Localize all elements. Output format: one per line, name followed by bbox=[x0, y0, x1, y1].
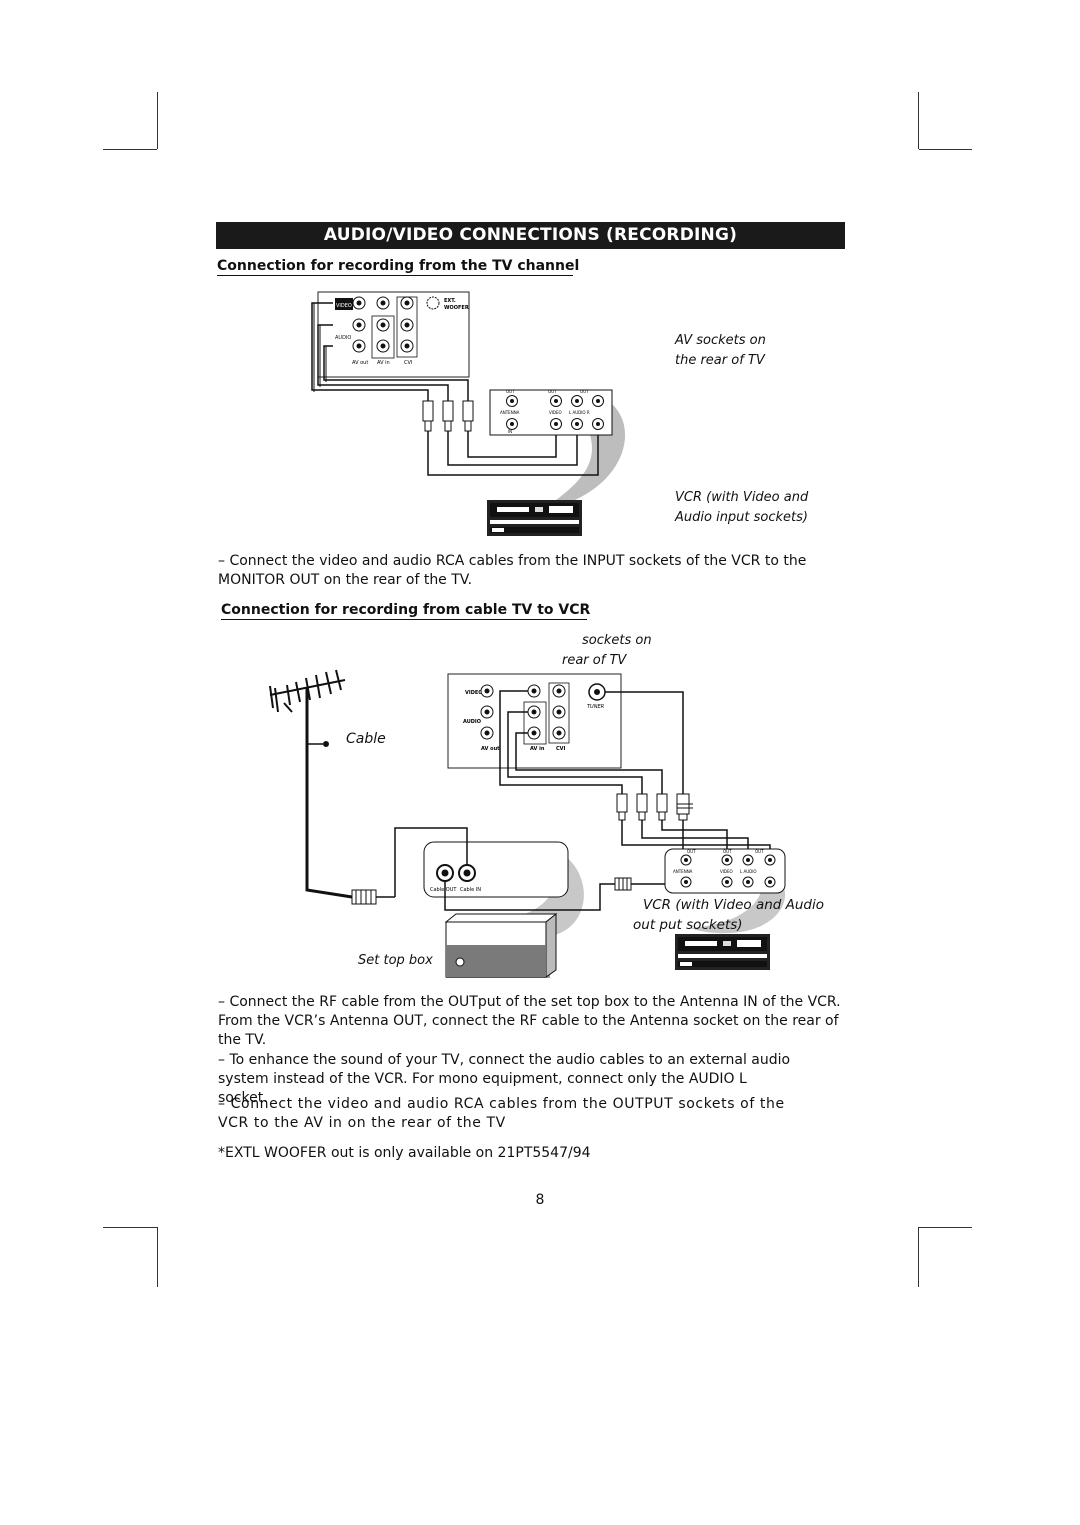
vcr-video-label: VIDEO bbox=[549, 410, 562, 415]
set-top-box-label: Set top box bbox=[358, 953, 433, 968]
crop-mark bbox=[919, 149, 972, 150]
section-heading-tv-channel: Connection for recording from the TV cha… bbox=[217, 258, 580, 276]
crop-mark bbox=[918, 1227, 919, 1287]
video-label: VIDEO bbox=[336, 303, 352, 309]
svg-text:AV in: AV in bbox=[530, 746, 545, 752]
diagram-tv-channel: VIDEO AUDIO EXT. WOOFER AV out AV in CVI… bbox=[311, 291, 626, 536]
diagram-cable-tv: Cable OUT Cable IN VIDEO AUDIO TUNER AV … bbox=[269, 669, 786, 978]
woofer-label: WOOFER bbox=[444, 305, 469, 311]
set-top-box-icon bbox=[444, 912, 558, 978]
instruction-av-in: – Connect the video and audio RCA cables… bbox=[218, 1096, 785, 1131]
crop-mark bbox=[918, 92, 919, 149]
vcr-in-label: IN bbox=[508, 429, 512, 434]
svg-text:OUT: OUT bbox=[755, 849, 764, 854]
footnote: *EXTL WOOFER out is only available on 21… bbox=[218, 1145, 591, 1161]
ext-label: EXT. bbox=[444, 298, 456, 304]
cable-in-label: Cable IN bbox=[460, 887, 481, 893]
page-number: 8 bbox=[535, 1192, 545, 1208]
av-out-label: AV out bbox=[352, 360, 368, 366]
tuner-label: TUNER bbox=[587, 704, 604, 710]
svg-text:CVI: CVI bbox=[556, 746, 566, 752]
svg-text:OUT: OUT bbox=[580, 389, 589, 394]
svg-text:OUT: OUT bbox=[723, 849, 732, 854]
cable-label: Cable bbox=[346, 731, 386, 747]
crop-mark bbox=[157, 1227, 158, 1287]
svg-text:OUT: OUT bbox=[687, 849, 696, 854]
vcr-antenna-label: ANTENNA bbox=[500, 410, 520, 415]
vcr-front-icon bbox=[675, 934, 770, 970]
instruction-rf-cable: – Connect the RF cable from the OUTput o… bbox=[218, 994, 841, 1048]
page-title: AUDIO/VIDEO CONNECTIONS (RECORDING) bbox=[216, 222, 845, 249]
crop-mark bbox=[919, 1227, 972, 1228]
av-in-label: AV in bbox=[377, 360, 390, 366]
svg-text:VIDEO: VIDEO bbox=[720, 869, 733, 874]
audio-label: AUDIO bbox=[335, 335, 351, 341]
crop-mark bbox=[103, 149, 157, 150]
crop-mark bbox=[103, 1227, 157, 1228]
svg-text:OUT: OUT bbox=[548, 389, 557, 394]
instruction-tv-channel: – Connect the video and audio RCA cables… bbox=[218, 553, 807, 588]
instruction-audio: – To enhance the sound of your TV, conne… bbox=[218, 1052, 791, 1106]
crop-mark bbox=[157, 92, 158, 149]
svg-text:ANTENNA: ANTENNA bbox=[673, 869, 693, 874]
svg-text:L AUDIO: L AUDIO bbox=[740, 869, 757, 874]
video-label-2: VIDEO bbox=[465, 690, 483, 696]
vcr-out-label: OUT bbox=[506, 389, 515, 394]
svg-text:AV out: AV out bbox=[481, 746, 500, 752]
vcr-audio-label: L AUDIO R bbox=[569, 410, 590, 415]
cvi-label: CVI bbox=[404, 360, 412, 366]
audio-label-2: AUDIO bbox=[463, 719, 481, 725]
vcr-front-icon bbox=[487, 500, 582, 536]
section-heading-cable-tv: Connection for recording from cable TV t… bbox=[221, 602, 591, 620]
cable-out-label: Cable OUT bbox=[430, 887, 457, 893]
